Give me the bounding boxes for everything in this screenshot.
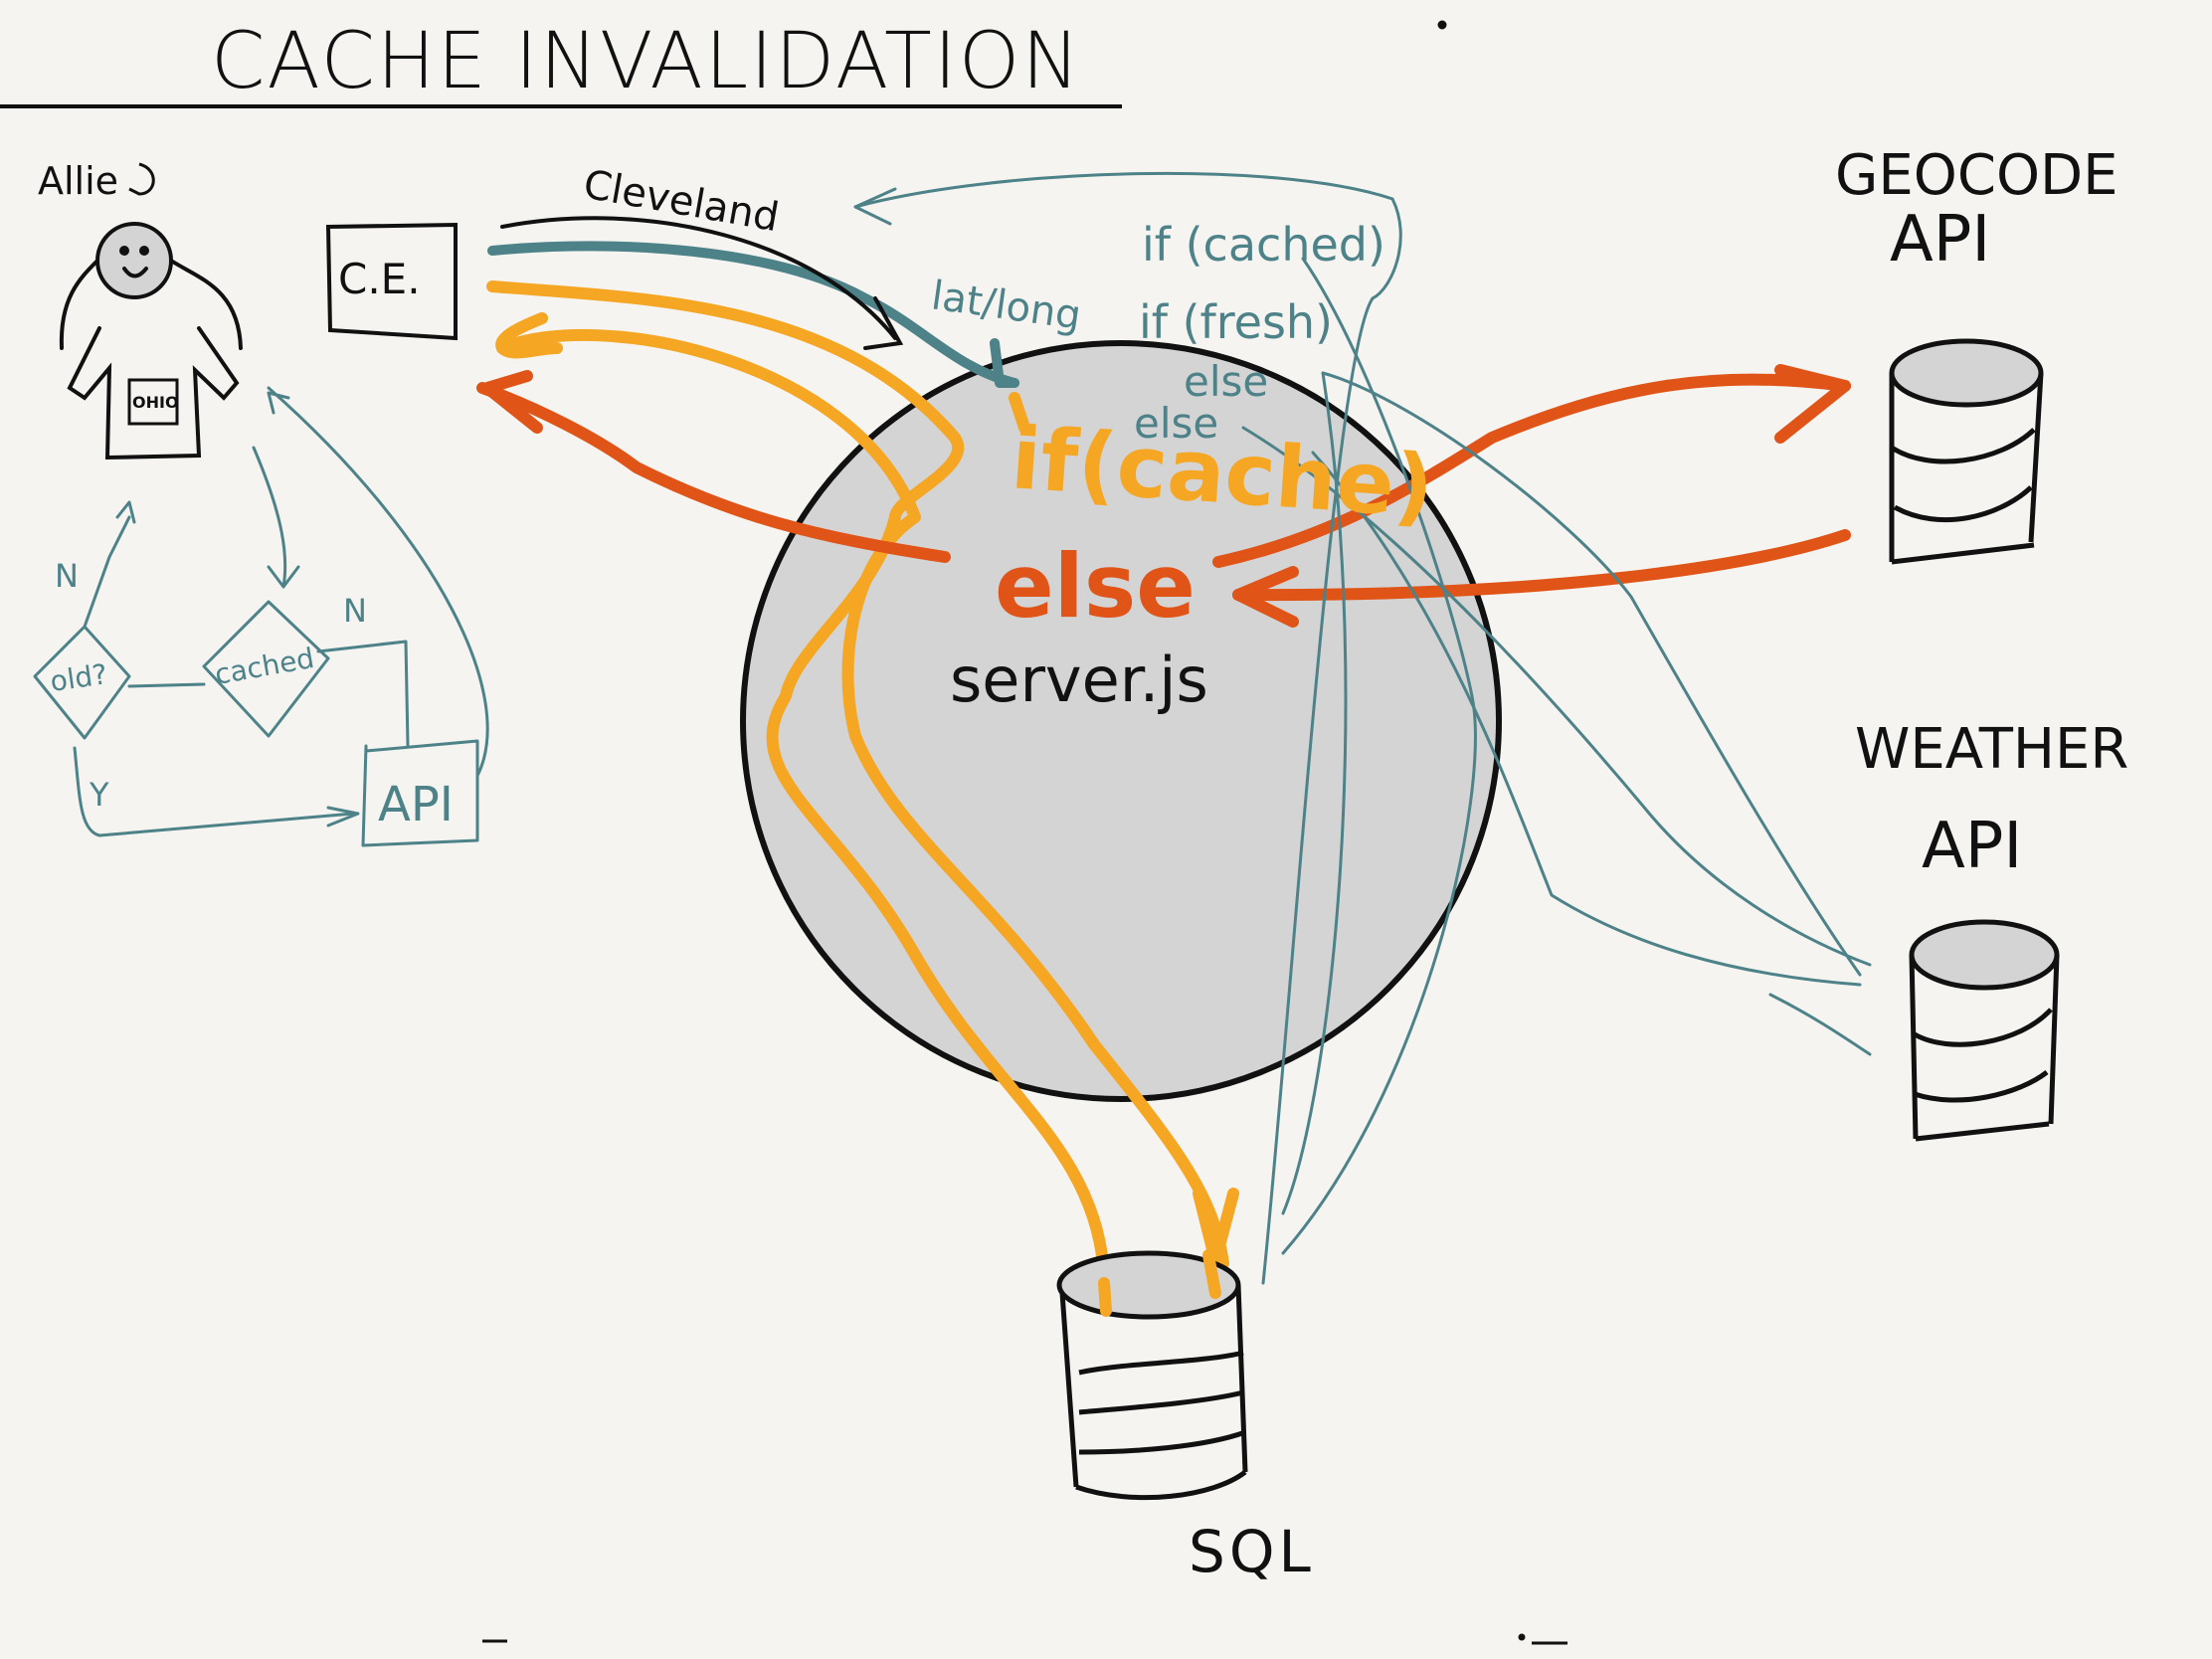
geocode-label-line2: API [1890, 203, 1990, 276]
user-name-arrow [128, 162, 155, 196]
flow-no-2: N [343, 592, 367, 630]
cache-flowchart [33, 386, 489, 847]
flow-cached: cached [212, 642, 316, 691]
sql-orange-overlay [1098, 1249, 1221, 1317]
note-else-1: else [1184, 357, 1268, 406]
diagram-title: CACHE INVALIDATION [211, 17, 1082, 106]
note-if-cached: if (cached) [1142, 218, 1385, 272]
geocode-db-icon [1889, 338, 2044, 565]
weather-label-line2: API [1922, 810, 2022, 883]
stray-marks [482, 20, 1567, 1645]
city-label: Cleveland [580, 162, 782, 242]
flow-no-1: N [55, 557, 79, 595]
user-shirt-text: OHIO [132, 393, 179, 412]
flow-yes: Y [89, 776, 109, 814]
note-else-2: else [1134, 399, 1218, 448]
geocode-label-line1: GEOCODE [1835, 143, 2119, 208]
server-else: else [995, 535, 1196, 638]
server-name: server.js [950, 644, 1208, 716]
sql-label: SQL [1189, 1518, 1315, 1585]
latlong-label: lat/long [929, 273, 1084, 339]
user-figure [59, 222, 243, 461]
weather-label-line1: WEATHER [1855, 717, 2128, 782]
api-flow [476, 364, 1851, 628]
flow-old: old? [48, 657, 109, 698]
client-box [325, 222, 458, 341]
note-if-fresh: if (fresh) [1139, 295, 1333, 349]
cache-hit-flow [486, 280, 1239, 1279]
user-shirt-badge [127, 378, 179, 426]
user-name: Allie [38, 159, 118, 203]
data-lines [853, 171, 1872, 1285]
flow-api: API [378, 777, 454, 832]
weather-db-icon [1909, 919, 2060, 1142]
city-arrow [500, 216, 904, 350]
client-label: C.E. [338, 255, 421, 303]
